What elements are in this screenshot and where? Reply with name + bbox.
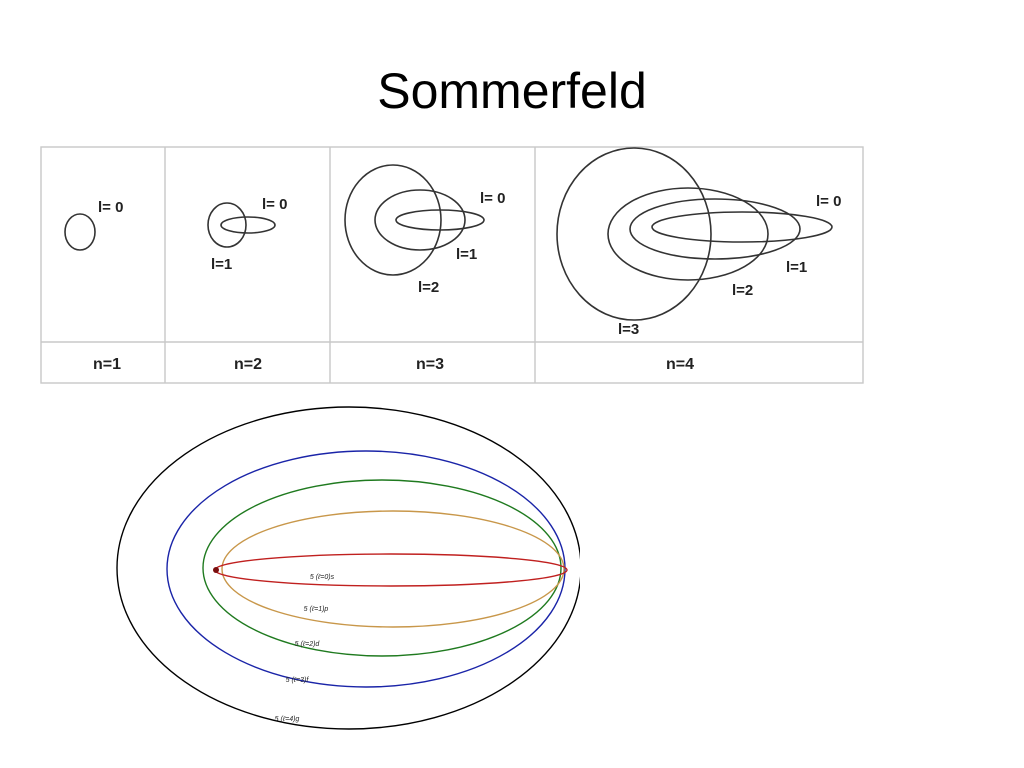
n-label-3: n=3 [416, 356, 444, 373]
table-grid [40, 146, 864, 384]
orbit-label-n3-l0: l= 0 [480, 190, 505, 207]
orbit-n5-l4 [116, 406, 580, 730]
orbit-n5-l0 [214, 553, 568, 587]
orbit-label-n4-l1: l=1 [786, 259, 807, 276]
orbit-n5-l1 [221, 510, 565, 628]
orbit-n3-l2 [344, 164, 442, 276]
orbit-n2-l1 [207, 202, 247, 248]
orbit-label-n4-l3: l=3 [618, 321, 639, 338]
orbit-label-n3-l2: l=2 [418, 279, 439, 296]
orbit-n5-l3 [166, 450, 566, 688]
orbit-n4-l1 [629, 198, 801, 260]
orbit-n5-l2 [202, 479, 562, 657]
slide-title: Sommerfeld [377, 63, 647, 119]
orbit-n1-l0 [64, 213, 96, 251]
n-label-1: n=1 [93, 356, 121, 373]
orbit-label-n1-l0: l= 0 [98, 199, 123, 216]
orbit-label-n2-l0: l= 0 [262, 196, 287, 213]
orbit-label-l1: 5 (ℓ=1)p [304, 606, 329, 613]
orbit-label-l2: 5 (ℓ=2)d [295, 641, 321, 648]
orbit-n4-l3 [556, 147, 712, 321]
orbit-label-n3-l1: l=1 [456, 246, 477, 263]
orbit-label-n4-l0: l= 0 [816, 193, 841, 210]
table-column-n2 [207, 202, 276, 248]
orbit-n3-l0 [395, 209, 485, 231]
orbit-n3-l1 [374, 189, 466, 251]
orbit-label-n4-l2: l=2 [732, 282, 753, 299]
table-column-n4 [556, 147, 833, 321]
table-column-n1 [64, 213, 96, 251]
sommerfeld-orbits-table: l= 0 n=1 l= 0 l=1 n=2 l= 0 l=1 l=2 n=3 l… [40, 146, 864, 384]
n-label-2: n=2 [234, 356, 262, 373]
nucleus [213, 567, 219, 573]
n-label-4: n=4 [666, 356, 694, 373]
orbit-label-l3: 5 (ℓ=3)f [286, 677, 310, 684]
table-column-n3 [344, 164, 485, 276]
orbit-n4-l2 [607, 187, 769, 281]
n5-orbits-diagram: 5 (ℓ=0)s 5 (ℓ=1)p 5 (ℓ=2)d 5 (ℓ=3)f 5 (ℓ… [116, 406, 580, 730]
orbit-n4-l0 [651, 211, 833, 243]
orbit-label-l4: 5 (ℓ=4)g [275, 716, 300, 723]
orbit-label-l0: 5 (ℓ=0)s [310, 574, 335, 581]
orbit-n2-l0 [220, 216, 276, 234]
orbit-label-n2-l1: l=1 [211, 256, 232, 273]
